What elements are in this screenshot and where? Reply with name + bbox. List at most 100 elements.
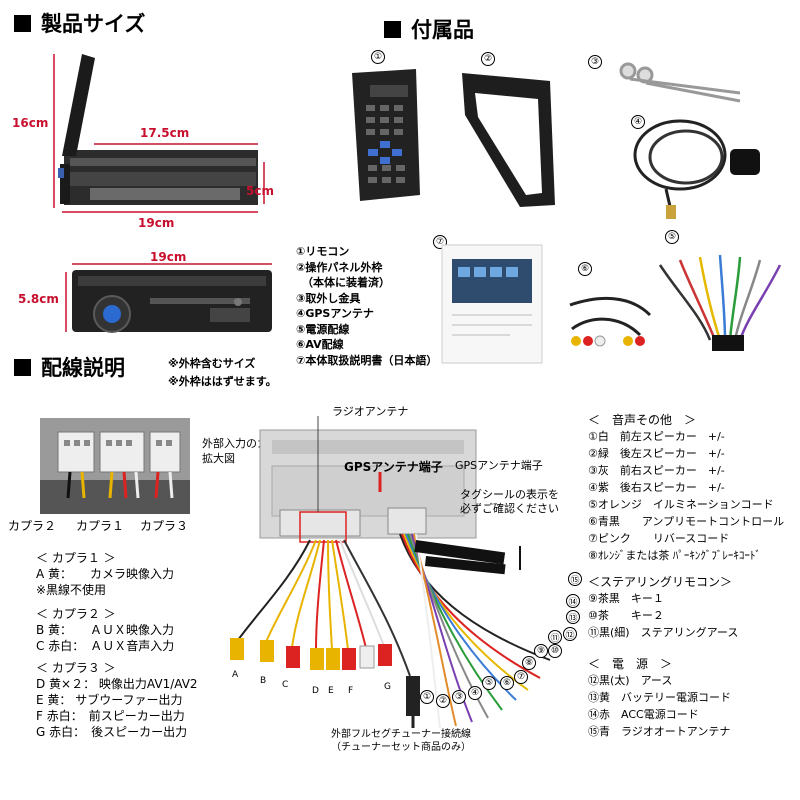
steering-legend-line: ⑪黒(細) ステアリングアース	[588, 626, 739, 639]
coupler2-title: ＜ カプラ２ ＞	[36, 607, 116, 621]
accessory-marker-3: ③	[588, 55, 602, 69]
coupler3-line: D 黄×２： 映像出力AV1/AV2	[36, 677, 198, 691]
wire-marker-11: ⑪	[548, 630, 562, 644]
audio-legend-line: ①白 前左スピーカー +/-	[588, 430, 725, 443]
audio-legend-line: ⑦ピンク リバースコード	[588, 532, 730, 545]
dim-height-antenna: 16cm	[12, 116, 49, 130]
dim-front-width: 19cm	[150, 250, 187, 264]
power-legend-line: ⑮青 ラジオオートアンテナ	[588, 725, 731, 738]
audio-legend-line: ④紫 後右スピーカー +/-	[588, 481, 725, 494]
plug-letter-c: C	[282, 680, 289, 690]
accessory-item: ④GPSアンテナ	[296, 307, 374, 320]
coupler2-line: C 赤白： ＡＵＸ音声入力	[36, 639, 175, 653]
coupler3-line: G 赤白： 後スピーカー出力	[36, 725, 188, 739]
wire-marker-2: ②	[436, 694, 450, 708]
coupler-note-line2: 拡大図	[202, 452, 235, 465]
audio-legend: ＜ 音声その他 ＞ ①白 前左スピーカー +/- ②緑 後左スピーカー +/- …	[588, 412, 784, 564]
header-square-icon	[14, 358, 31, 376]
audio-legend-title: ＜ 音声その他 ＞	[588, 413, 697, 427]
accessory-item: ⑥AV配線	[296, 338, 344, 351]
accessory-item: （本体に装着済）	[302, 276, 390, 289]
audio-legend-line: ⑧ｵﾚﾝｼﾞまたは茶 ﾊﾟｰｷﾝｸﾞﾌﾞﾚｰｷｺｰﾄﾞ	[588, 549, 761, 562]
accessories-figure	[352, 62, 782, 364]
wiring-unit-figure	[230, 416, 551, 729]
audio-legend-line: ⑥青黒 アンプリモートコントロール	[588, 515, 785, 528]
wiring-section-title: 配線説明	[41, 356, 125, 380]
power-legend-line: ⑬黄 バッテリー電源コード	[588, 691, 731, 704]
audio-legend-line: ③灰 前右スピーカー +/-	[588, 464, 725, 477]
coupler2-block: ＜ カプラ２ ＞ B 黄： ＡＵＸ映像入力 C 赤白： ＡＵＸ音声入力	[36, 606, 174, 654]
accessory-marker-4: ④	[631, 115, 645, 129]
gps-antenna-image	[633, 119, 760, 219]
tuner-caption: 外部フルセグチューナー接続線 （チューナーセット商品のみ）	[326, 728, 476, 754]
plug-letter-d: D	[312, 686, 319, 696]
side-view-unit	[58, 54, 258, 205]
panel-frame-image	[462, 73, 555, 207]
wire-marker-7: ⑦	[514, 670, 528, 684]
accessories-section-title: 付属品	[411, 18, 474, 42]
coupler1-title: ＜ カプラ１ ＞	[36, 551, 116, 565]
power-cable-image	[658, 254, 782, 351]
coupler3-block: ＜ カプラ３ ＞ D 黄×２： 映像出力AV1/AV2 E 黄： サブウーファー…	[36, 660, 198, 740]
plug-letter-g: G	[384, 682, 391, 692]
product-dimension-figure	[53, 54, 272, 333]
power-legend: ＜ 電 源 ＞ ⑫黒(太) アース ⑬黄 バッテリー電源コード ⑭赤 ACC電源…	[588, 656, 731, 740]
accessory-marker-2: ②	[481, 52, 495, 66]
power-legend-title: ＜ 電 源 ＞	[588, 657, 673, 671]
coupler1-label: カプラ１	[76, 519, 125, 533]
steering-legend-line: ⑨茶黒 キー１	[588, 592, 664, 605]
accessory-item: ⑤電源配線	[296, 322, 350, 336]
removal-tool-image	[619, 62, 741, 103]
dim-length: 19cm	[138, 216, 175, 230]
wiring-section-header: 配線説明	[14, 352, 125, 382]
rca-plugs	[230, 638, 392, 670]
accessory-item: ①リモコン	[296, 245, 350, 258]
power-legend-line: ⑫黒(太) アース	[588, 674, 673, 687]
wire-marker-12: ⑫	[563, 627, 577, 641]
size-section-title: 製品サイズ	[41, 12, 146, 36]
wire-marker-1: ①	[420, 690, 434, 704]
dim-front-height: 5.8cm	[18, 292, 59, 306]
radio-antenna-label: ラジオアンテナ	[332, 405, 409, 418]
wire-marker-9: ⑨	[534, 644, 548, 658]
header-square-icon	[14, 14, 31, 32]
plug-letter-f: F	[348, 686, 354, 696]
coupler3-line: F 赤白： 前スピーカー出力	[36, 709, 185, 723]
steering-legend: ＜ステアリングリモコン＞ ⑨茶黒 キー１ ⑩茶 キー２ ⑪黒(細) ステアリング…	[588, 574, 738, 641]
gps-terminal-label-main: GPSアンテナ端子	[344, 460, 443, 474]
wire-marker-4: ④	[468, 686, 482, 700]
wire-marker-3: ③	[452, 690, 466, 704]
coupler1-block: ＜ カプラ１ ＞	[36, 550, 116, 566]
coupler1-line: A 黄： カメラ映像入力	[36, 567, 175, 581]
accessory-list: ①リモコン ②操作パネル外枠 （本体に装着済） ③取外し金具 ④GPSアンテナ …	[296, 244, 437, 368]
tag-note-line1: タグシールの表示を	[460, 488, 559, 501]
accessory-item: ②操作パネル外枠	[296, 260, 383, 274]
remote-control-image	[352, 69, 420, 201]
coupler3-label: カプラ３	[140, 519, 189, 533]
wire-marker-6: ⑥	[500, 676, 514, 690]
coupler-closeup-image	[40, 418, 190, 514]
accessory-marker-6: ⑥	[578, 262, 592, 276]
front-view-unit	[72, 270, 272, 333]
accessories-section-header: 付属品	[384, 14, 474, 44]
wire-marker-10: ⑩	[548, 644, 562, 658]
size-note-removable: ※外枠ははずせます。	[168, 375, 277, 388]
coupler2-line: B 黄： ＡＵＸ映像入力	[36, 623, 175, 637]
wire-marker-8: ⑧	[522, 656, 536, 670]
manual-image	[441, 244, 543, 364]
header-square-icon	[384, 20, 401, 38]
tag-note-line2: 必ずご確認ください	[460, 502, 559, 515]
power-legend-line: ⑭赤 ACC電源コード	[588, 708, 699, 721]
accessory-item: ⑦本体取扱説明書（日本語）	[296, 353, 438, 367]
plug-letter-b: B	[260, 676, 267, 686]
size-section-header: 製品サイズ	[14, 8, 145, 38]
coupler1-lines: A 黄： カメラ映像入力 ※黒線不使用	[36, 566, 174, 598]
plug-letter-e: E	[328, 686, 334, 696]
tuner-caption-line1: 外部フルセグチューナー接続線	[331, 729, 471, 740]
wire-marker-13: ⑬	[566, 610, 580, 624]
wire-marker-15: ⑮	[568, 572, 582, 586]
dim-body-height: 5cm	[246, 184, 274, 198]
audio-legend-line: ⑤オレンジ イルミネーションコード	[588, 498, 774, 511]
tuner-caption-line2: （チューナーセット商品のみ）	[331, 742, 471, 753]
accessory-marker-5: ⑤	[665, 230, 679, 244]
